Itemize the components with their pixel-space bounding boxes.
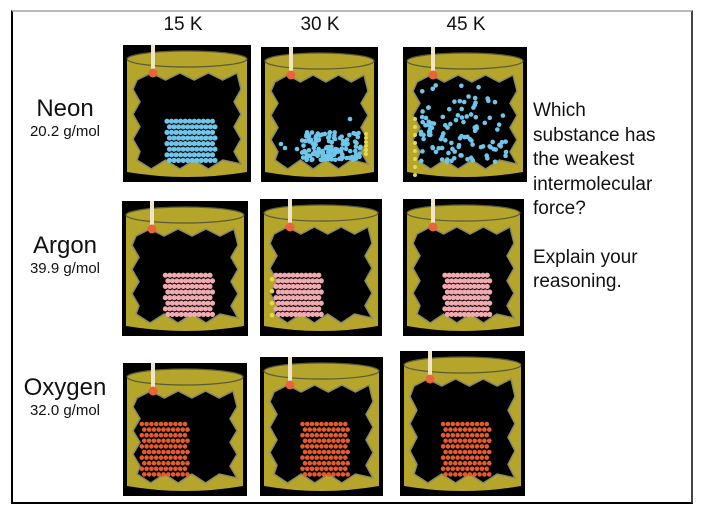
container-drawing — [263, 357, 380, 491]
substance-name: Neon — [36, 95, 94, 122]
question-line: Explain your — [533, 246, 638, 268]
container-drawing — [264, 47, 375, 177]
molar-mass: 32.0 g/mol — [29, 402, 101, 419]
container-drawing — [406, 47, 524, 177]
container-drawing — [403, 351, 522, 491]
panel-neon-15k — [123, 45, 251, 182]
question-line: reasoning. — [533, 271, 622, 292]
substance-label-oxygen: Oxygen 32.0 g/mol — [10, 375, 120, 421]
container-drawing — [125, 201, 245, 331]
column-header-30k: 30 K — [300, 14, 340, 35]
panel-argon-45k — [403, 199, 524, 336]
panel-argon-30k — [260, 199, 382, 336]
column-header-45k: 45 K — [446, 14, 486, 35]
substance-name: Argon — [32, 232, 98, 259]
substance-name: Oxygen — [23, 374, 107, 401]
panel-argon-15k — [122, 201, 248, 336]
container-drawing — [263, 199, 379, 331]
column-header-15k: 15 K — [163, 14, 203, 35]
panel-oxygen-30k — [260, 357, 383, 496]
panel-oxygen-45k — [400, 351, 525, 496]
substance-label-neon: Neon 20.2 g/mol — [10, 96, 120, 142]
container-drawing — [126, 363, 244, 491]
question-line: the weakest — [533, 149, 635, 170]
molar-mass: 39.9 g/mol — [29, 260, 101, 277]
panel-neon-30k — [261, 47, 378, 182]
container-drawing — [406, 199, 521, 331]
question-line: force? — [533, 198, 586, 219]
panel-oxygen-15k — [123, 363, 247, 496]
molar-mass: 20.2 g/mol — [29, 123, 101, 140]
panel-neon-45k — [403, 47, 527, 182]
container-drawing — [126, 45, 248, 177]
substance-label-argon: Argon 39.9 g/mol — [10, 233, 120, 279]
question-line: intermolecular — [533, 173, 653, 195]
question-line: Which — [533, 100, 586, 121]
question-prompt: Which substance has the weakest intermol… — [533, 99, 656, 295]
figure-frame — [11, 10, 693, 504]
question-line: substance has — [533, 124, 656, 146]
